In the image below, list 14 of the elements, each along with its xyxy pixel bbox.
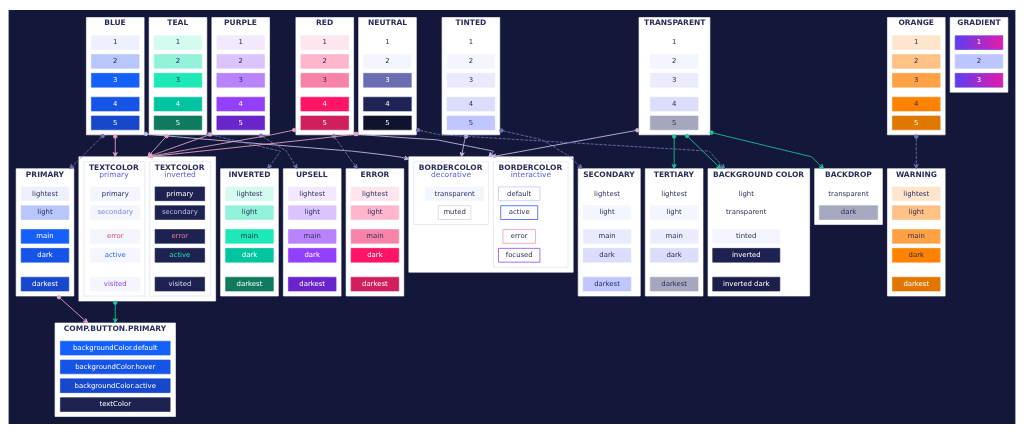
arrow <box>684 133 722 170</box>
arrow <box>459 134 469 158</box>
arrow <box>671 134 677 170</box>
arrow <box>491 128 640 159</box>
arrow <box>112 300 118 324</box>
arrow <box>709 130 825 170</box>
arrow <box>56 295 89 324</box>
cluster <box>408 156 574 273</box>
arrow <box>913 134 919 170</box>
arrow <box>69 133 105 170</box>
cluster <box>78 156 216 302</box>
arrow <box>112 134 118 158</box>
arrow <box>499 128 583 170</box>
arrow <box>415 127 726 170</box>
